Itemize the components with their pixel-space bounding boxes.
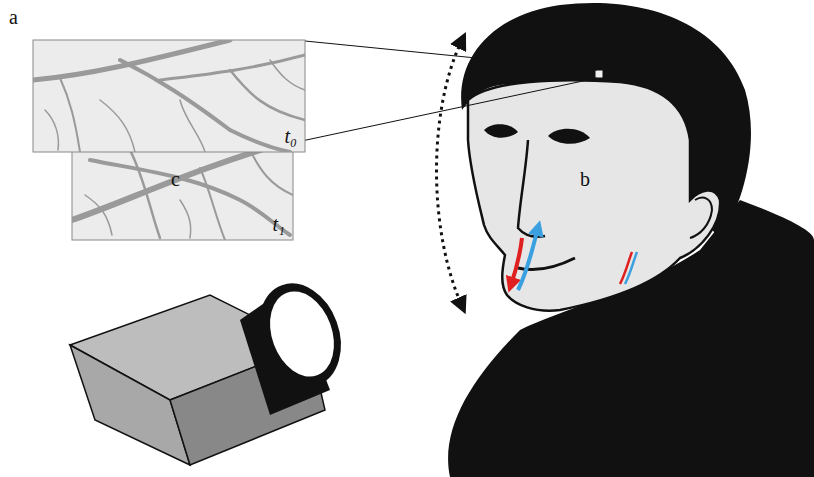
time-label: t₁ — [272, 213, 285, 236]
inset-box: t₀ — [33, 40, 305, 152]
panel-letter: b — [580, 168, 590, 191]
time-label: t₀ — [284, 125, 297, 148]
inset-box: t₁ — [72, 125, 293, 240]
panel-letter: a — [9, 6, 18, 29]
panel-letter: c — [171, 168, 180, 191]
